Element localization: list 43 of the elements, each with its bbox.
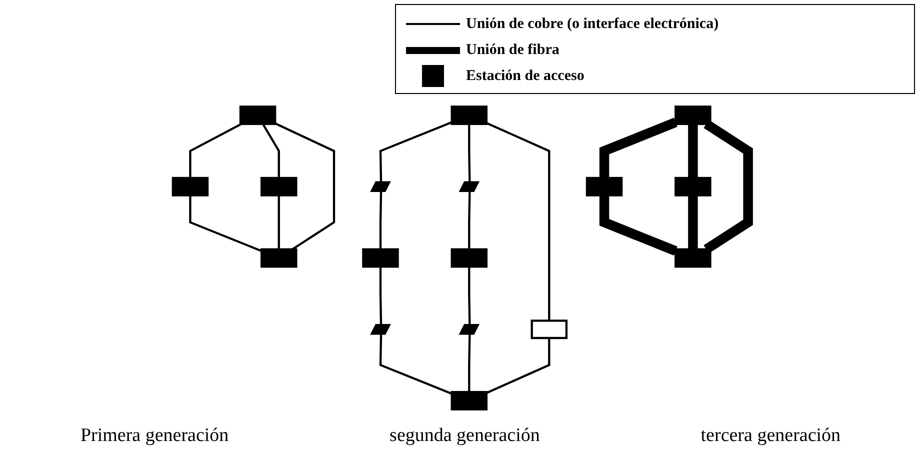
link-line — [379, 266, 382, 326]
link-line — [468, 192, 471, 250]
caption: segunda generación — [390, 425, 540, 447]
caption: tercera generación — [700, 425, 841, 447]
link-line — [468, 124, 471, 183]
fiber-segment — [370, 324, 391, 335]
access-station — [172, 176, 209, 196]
access-station — [450, 390, 488, 410]
link-line — [599, 195, 678, 256]
link-line — [599, 118, 678, 178]
fiber-segment — [458, 324, 480, 335]
link-line — [189, 123, 242, 178]
access-station — [450, 106, 488, 126]
link-line — [262, 123, 280, 178]
link-line — [278, 195, 280, 250]
legend-text: Estación de acceso — [466, 68, 584, 84]
link-line — [379, 192, 382, 250]
link-line — [688, 195, 698, 250]
legend-text: Unión de cobre (o interface electrónica) — [466, 16, 719, 32]
link-line — [486, 122, 550, 321]
access-station — [260, 248, 298, 268]
access-station — [239, 106, 276, 126]
fiber-segment — [458, 181, 480, 192]
caption: Primera generación — [80, 425, 229, 447]
access-station — [674, 248, 712, 268]
access-station — [260, 176, 298, 196]
link-line — [688, 124, 698, 178]
link-line — [704, 120, 753, 254]
access-station — [674, 176, 712, 196]
link-box — [530, 320, 568, 340]
link-line — [468, 334, 471, 392]
access-station — [674, 106, 712, 126]
access-station — [586, 176, 623, 196]
link-line — [468, 266, 471, 326]
access-station — [362, 248, 399, 268]
legend-text: Unión de fibra — [466, 42, 560, 58]
link-line — [379, 334, 452, 395]
link-line — [379, 121, 452, 183]
access-station — [450, 248, 488, 268]
link-line — [274, 122, 336, 250]
fiber-segment — [370, 181, 391, 192]
link-line — [486, 338, 550, 394]
link-line — [189, 195, 262, 252]
